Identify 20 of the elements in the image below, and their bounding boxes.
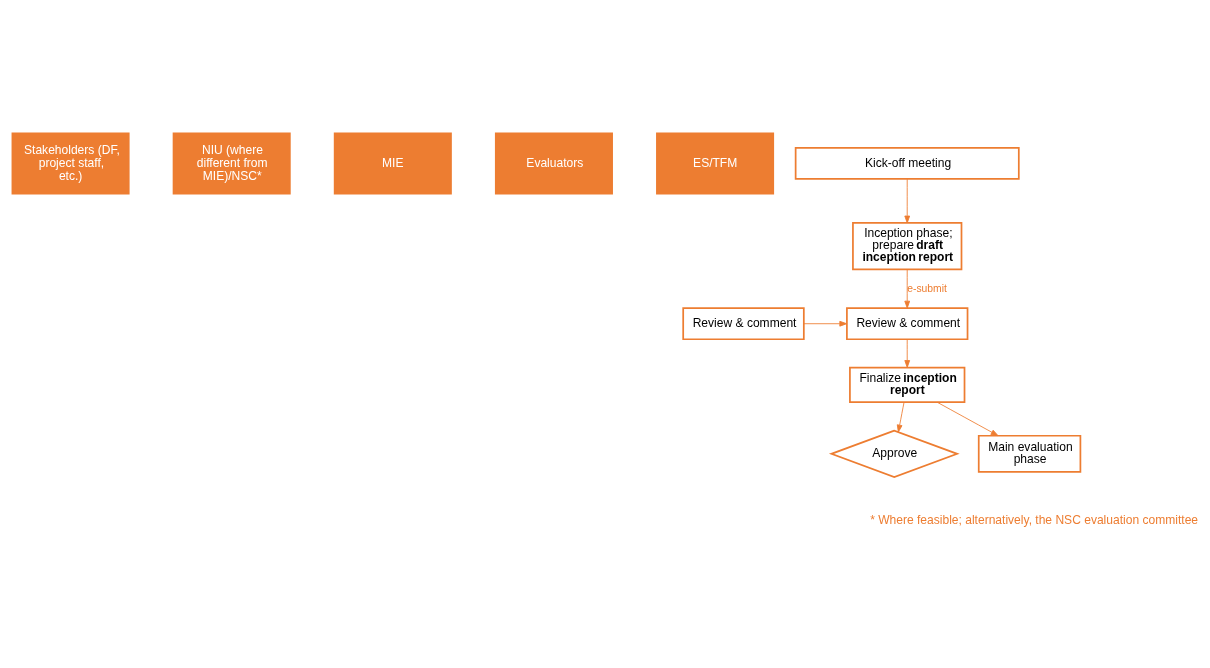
node-box: Review & comment	[846, 306, 969, 340]
arrow	[904, 338, 911, 368]
node-box: Evaluators	[494, 131, 613, 194]
arrow	[904, 178, 911, 223]
node-box: Kick-off meeting	[794, 146, 1020, 180]
node-box: Stakeholders (DF, project staff, etc.)	[11, 131, 130, 194]
node-diamond: Approve	[828, 429, 960, 478]
node-box: NIU (where different from MIE)/NSC*	[172, 131, 291, 194]
node-box: Inception phase; prepare draft inception report	[852, 221, 963, 270]
node-box: MIE	[333, 131, 452, 194]
arrow	[936, 401, 999, 436]
node-box: ES/TFM	[656, 131, 775, 194]
node-box: Review & comment	[682, 306, 805, 340]
node-box: Main evaluation phase	[977, 434, 1082, 473]
label: * Where feasible; alternatively, the NSC evaluation committee	[870, 512, 1199, 527]
arrow	[896, 401, 905, 432]
edge-label: e-submit	[907, 282, 947, 293]
arrow	[803, 320, 848, 327]
arrow	[904, 268, 911, 308]
node-box: Finalize inception report	[849, 366, 966, 403]
